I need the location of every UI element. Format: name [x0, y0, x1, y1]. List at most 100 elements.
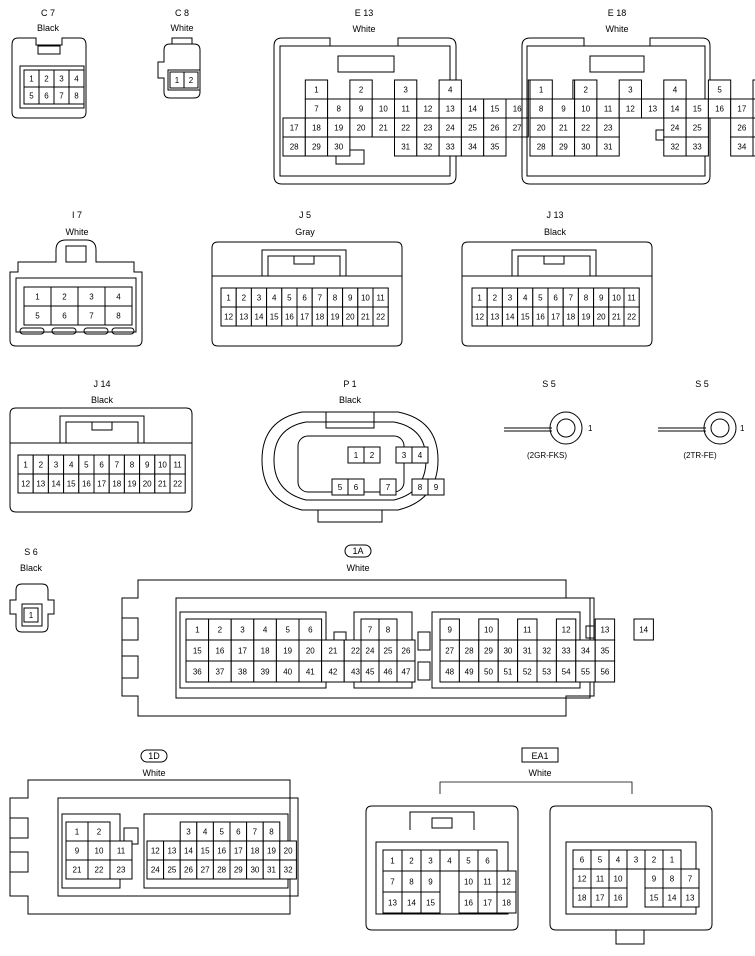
- pin-number: 29: [234, 866, 243, 875]
- connector-s6-label: S 6: [24, 547, 38, 557]
- pin-number: 11: [523, 626, 532, 635]
- connector-j13-label: J 13: [546, 210, 563, 220]
- pin-number: 22: [173, 480, 182, 489]
- connector-e13: E 13 White 12345678910111213141516171819…: [273, 8, 596, 185]
- pin-number: 21: [73, 866, 82, 875]
- pin-number: 22: [401, 124, 410, 133]
- pin-number: 16: [715, 105, 724, 114]
- pin-number: 45: [366, 668, 375, 677]
- connector-1a-badge: [344, 544, 372, 558]
- pin-number: 7: [386, 483, 391, 492]
- pin-number: 19: [283, 647, 292, 656]
- pin-number: 21: [158, 480, 167, 489]
- pin-number: 8: [670, 875, 675, 884]
- pin-number: 20: [143, 480, 152, 489]
- pin-number: 32: [542, 647, 551, 656]
- pin-number: 8: [539, 105, 544, 114]
- connector-s5-2gr: S 5 1 (2GR-FKS): [504, 379, 593, 460]
- pin-number: 33: [562, 647, 571, 656]
- pin-cell: [608, 887, 628, 908]
- pin-number: 20: [306, 647, 315, 656]
- pin-number: 17: [290, 124, 299, 133]
- pin-number: 5: [29, 92, 34, 101]
- pin-number: 14: [52, 480, 61, 489]
- pin-number: 6: [308, 626, 313, 635]
- pin-number: 26: [490, 124, 499, 133]
- pin-number: 22: [351, 647, 360, 656]
- pin-number: 9: [359, 105, 364, 114]
- pin-number: 2: [218, 626, 223, 635]
- pin-number: 36: [193, 668, 202, 677]
- pin-number: 30: [250, 866, 259, 875]
- pin-number: 5: [338, 483, 343, 492]
- pin-number: 13: [686, 894, 695, 903]
- pin-number: 33: [446, 143, 455, 152]
- pin-number: 1: [23, 461, 28, 470]
- pin-number: 23: [423, 124, 432, 133]
- pin-number: 11: [483, 878, 492, 887]
- pin-number: 19: [331, 313, 340, 322]
- connector-e18-label: E 18: [608, 8, 627, 18]
- pin-number: 25: [167, 866, 176, 875]
- pin-number: 3: [59, 75, 64, 84]
- pin-number: 5: [598, 856, 603, 865]
- pin-number: 19: [582, 313, 591, 322]
- pin-number: 7: [569, 294, 574, 303]
- pin-number: 16: [215, 647, 224, 656]
- pin-number: 1: [226, 294, 231, 303]
- pin-number: 28: [465, 647, 474, 656]
- pin-number: 12: [578, 875, 587, 884]
- pin-number: 5: [287, 294, 292, 303]
- connector-s5-2gr-label: S 5: [542, 379, 556, 389]
- pin-number: 11: [173, 461, 182, 470]
- pin-number: 10: [614, 875, 623, 884]
- pin-cell: [685, 136, 709, 157]
- pin-number: 9: [75, 847, 80, 856]
- pin-number: 4: [448, 86, 453, 95]
- pin-number: 31: [401, 143, 410, 152]
- pin-number: 54: [562, 668, 571, 677]
- connector-j5-label: J 5: [299, 210, 311, 220]
- pin-number: 3: [89, 293, 94, 302]
- pin-number: 8: [337, 105, 342, 114]
- pin-number: 17: [97, 480, 106, 489]
- pin-number: 11: [117, 847, 126, 856]
- pin-number: 4: [418, 451, 423, 460]
- pin-number: 14: [670, 105, 679, 114]
- connector-1a-color: White: [346, 563, 369, 573]
- pin-number: 5: [538, 294, 543, 303]
- pin-number: 22: [627, 313, 636, 322]
- pin-number: 12: [626, 105, 635, 114]
- pin-number: 11: [376, 294, 385, 303]
- pin-number: 34: [737, 143, 746, 152]
- pin-cell: [169, 473, 186, 494]
- pin-number: 9: [561, 105, 566, 114]
- pin-number: 34: [468, 143, 477, 152]
- pin-number: 20: [346, 313, 355, 322]
- pin-number: 8: [116, 312, 121, 321]
- pin-number: 22: [95, 866, 104, 875]
- connector-s5-2tr: S 5 1 (2TR-FE): [658, 379, 745, 460]
- pin-number: 20: [537, 124, 546, 133]
- pin-cell: [752, 98, 755, 119]
- pin-number: 35: [600, 647, 609, 656]
- pin-number: 13: [446, 105, 455, 114]
- pin-cell: [109, 859, 133, 880]
- pin-cell: [680, 887, 700, 908]
- pin-number: 26: [737, 124, 746, 133]
- pin-number: 8: [269, 828, 274, 837]
- pin-number: 10: [612, 294, 621, 303]
- connector-s5-2tr-sub: (2TR-FE): [683, 451, 717, 460]
- pin-number: 7: [390, 878, 395, 887]
- pin-number: 7: [314, 105, 319, 114]
- pin-number: 12: [562, 626, 571, 635]
- pin-number: 12: [502, 878, 511, 887]
